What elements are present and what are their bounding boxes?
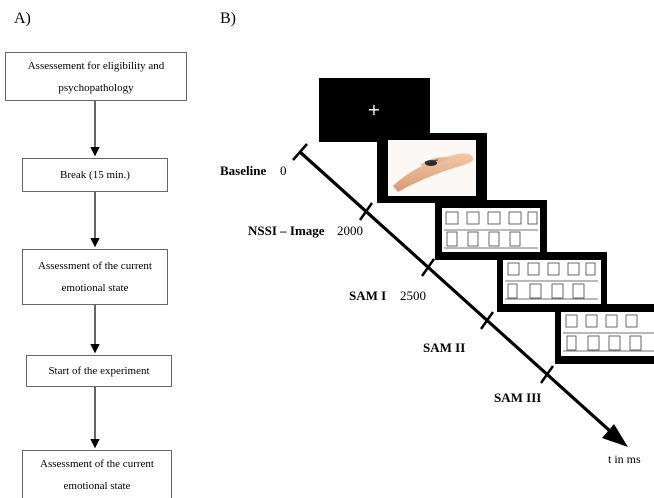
tick-sam3 xyxy=(539,365,555,384)
nssi-image-screen xyxy=(377,133,487,203)
arm-picture-icon xyxy=(393,153,474,192)
flow-step-eligibility: Assessement for eligibility and psychopat… xyxy=(5,52,187,101)
flow-step-break: Break (15 min.) xyxy=(22,158,168,192)
sam-screen-2 xyxy=(497,252,607,312)
flow-step-emotional-state-2: Assessment of the current emotional state xyxy=(22,450,172,498)
event-time-sam1: 2500 xyxy=(400,288,426,303)
timeline-axis xyxy=(292,143,628,447)
panel-a-label: A) xyxy=(14,10,31,27)
event-label-sam3: SAM III xyxy=(494,390,541,405)
event-time-baseline: 0 xyxy=(280,163,287,178)
panel-b-label: B) xyxy=(220,10,236,27)
flow-step-text: emotional state xyxy=(61,282,129,294)
event-label-sam2: SAM II xyxy=(423,340,465,355)
tick-baseline xyxy=(292,143,308,161)
flow-step-text: Assessment of the current xyxy=(40,457,154,470)
flow-step-emotional-state-1: Assessment of the current emotional state xyxy=(22,249,168,305)
flow-step-start-experiment: Start of the experiment xyxy=(26,355,172,387)
timeline-arrowhead xyxy=(602,424,628,447)
event-label-baseline: Baseline xyxy=(220,163,266,178)
axis-label: t in ms xyxy=(608,452,641,466)
flow-step-text: emotional state xyxy=(63,479,131,492)
tick-sam1 xyxy=(420,258,436,277)
fixation-screen: + xyxy=(319,78,430,142)
event-label-sam1: SAM I xyxy=(349,288,386,303)
tick-sam2 xyxy=(479,311,495,330)
flow-step-text: Assessment of the current xyxy=(38,260,152,272)
event-label-nssi: NSSI – Image xyxy=(248,223,325,238)
sam-screen-1 xyxy=(435,200,547,260)
sam-screen-3 xyxy=(555,304,654,364)
flow-step-text: psychopathology xyxy=(58,81,134,94)
event-time-nssi: 2000 xyxy=(337,223,363,238)
fixation-cross: + xyxy=(367,100,380,119)
flow-step-text: Start of the experiment xyxy=(48,365,150,377)
tick-nssi xyxy=(358,202,374,221)
flow-step-text: Break (15 min.) xyxy=(60,169,130,181)
flow-step-text: Assessement for eligibility and xyxy=(27,59,165,72)
